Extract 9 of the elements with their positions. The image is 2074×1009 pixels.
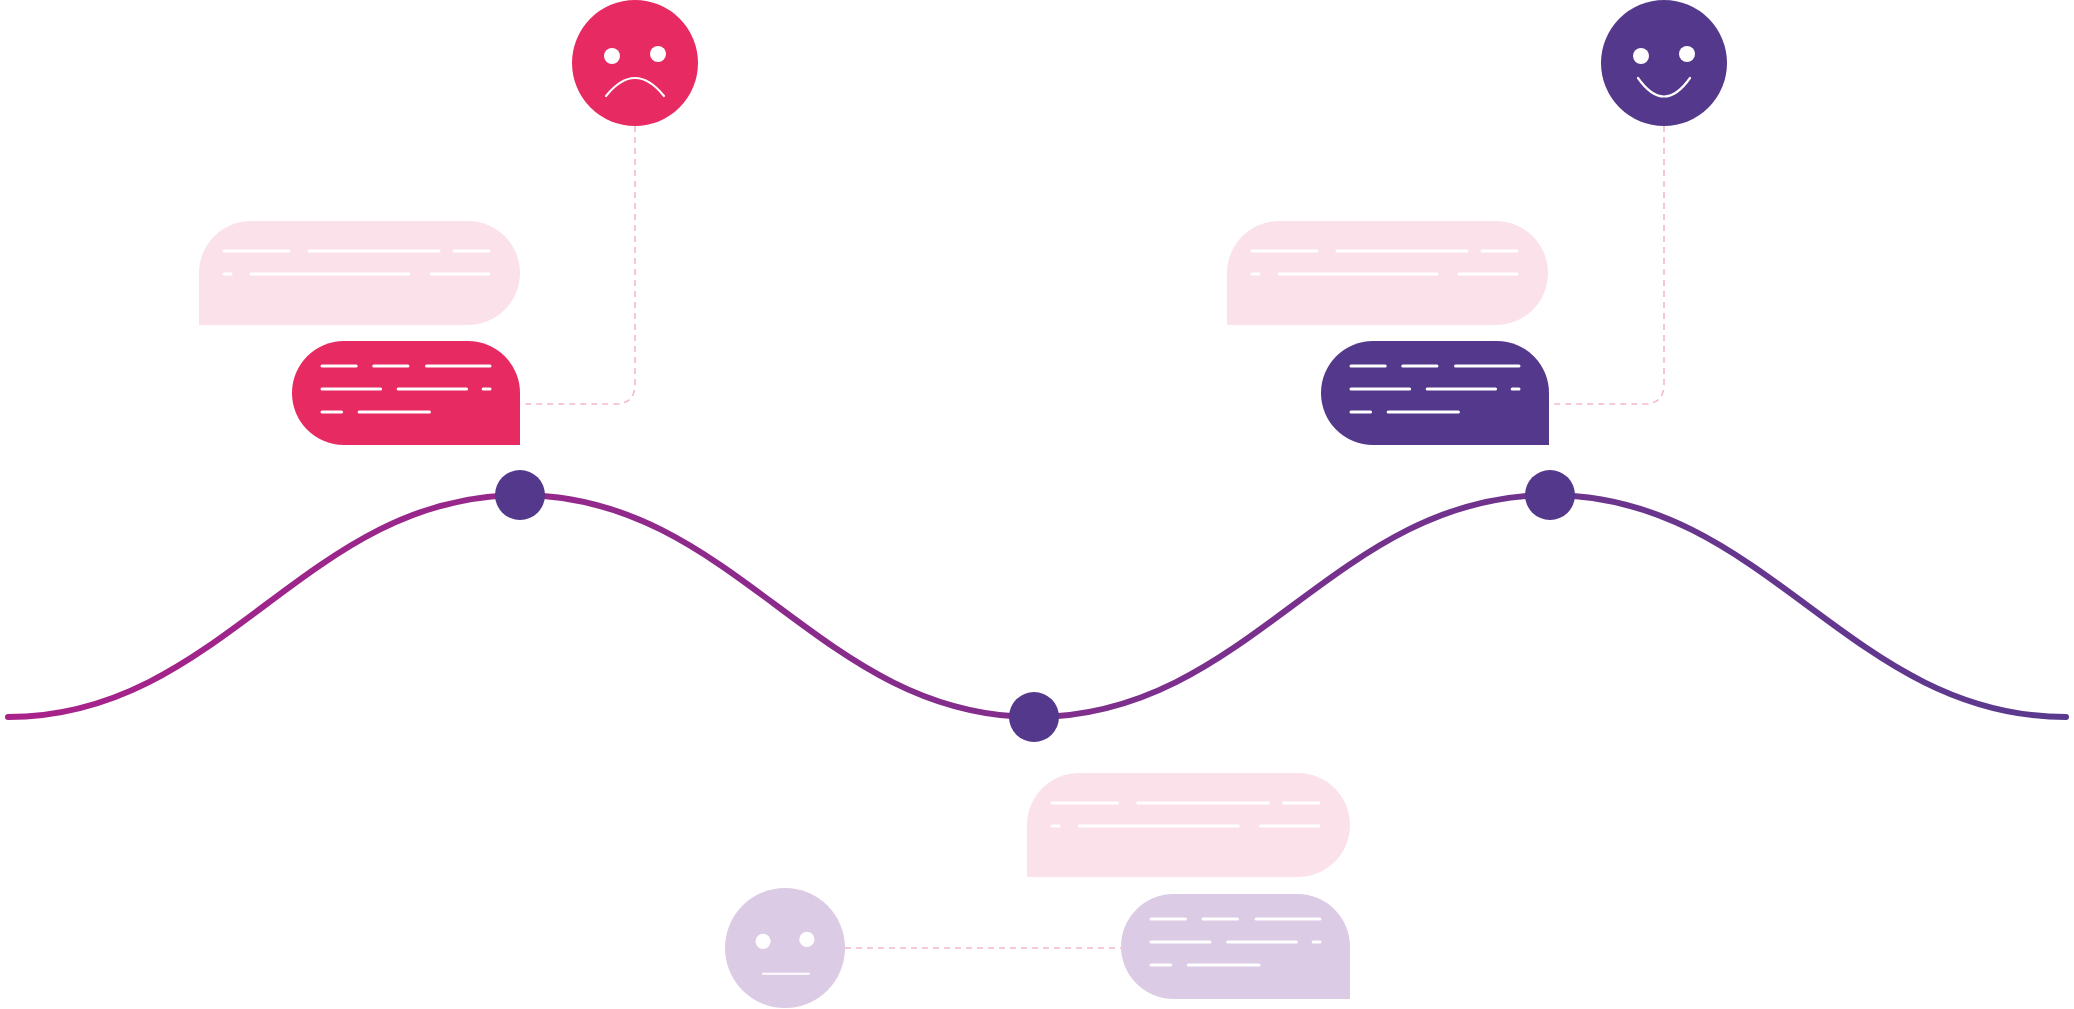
neutral-face <box>725 888 845 1008</box>
speech-bubble <box>199 221 520 325</box>
speech-bubble <box>1321 341 1549 445</box>
smiling-face <box>1601 0 1727 126</box>
sad-face <box>572 0 698 126</box>
speech-bubble <box>292 341 520 445</box>
speech-bubble <box>1027 773 1350 877</box>
speech-bubble <box>1227 221 1548 325</box>
speech-bubble <box>1121 894 1350 999</box>
